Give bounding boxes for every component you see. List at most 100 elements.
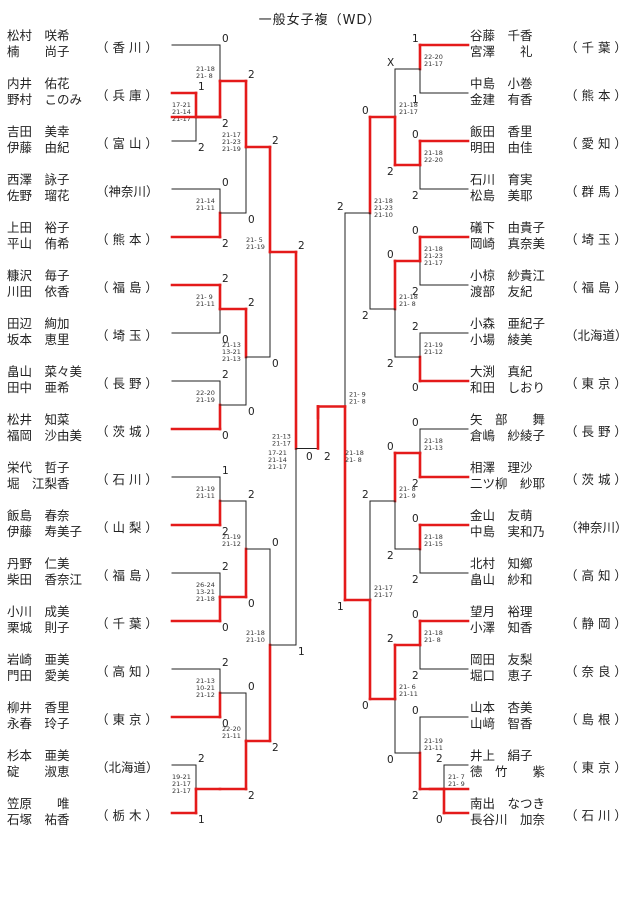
round-result-label: 0 xyxy=(222,718,229,730)
player-name: 谷藤 千香 xyxy=(470,28,533,43)
player-name: 金建 有香 xyxy=(470,92,533,107)
player-name: 丹野 仁美 xyxy=(7,556,70,571)
round-result-label: 1 xyxy=(298,646,305,658)
right-team: 矢 部 舞倉嶋 紗綾子 xyxy=(470,412,556,444)
player-name: 栗城 則子 xyxy=(7,620,70,635)
player-name: 堀口 恵子 xyxy=(470,668,533,683)
player-name: 徳 竹 紫 xyxy=(470,764,546,779)
round-result-label: 0 xyxy=(248,406,255,418)
player-name: 石塚 祐香 xyxy=(7,812,70,827)
round-result-label: 0 xyxy=(272,358,279,370)
player-name: 岡崎 真奈美 xyxy=(470,236,546,251)
round-result-label: 0 xyxy=(387,754,394,766)
prefecture-label: （ 熊 本 ） xyxy=(565,88,627,103)
prefecture-label: （ 石 川 ） xyxy=(565,808,627,823)
round-result-label: 2 xyxy=(222,369,229,381)
round-result-label: 2 xyxy=(412,574,419,586)
prefecture-label: （ 香 川 ） xyxy=(96,40,158,55)
left-team: 吉田 美幸伊藤 由紀 xyxy=(7,124,91,156)
round-result-label: 0 xyxy=(412,225,419,237)
prefecture-label: （ 熊 本 ） xyxy=(96,232,158,247)
round-result-label: 2 xyxy=(412,670,419,682)
prefecture-label: （ 福 島 ） xyxy=(96,280,158,295)
player-name: 田辺 絢加 xyxy=(7,316,70,331)
round-result-label: 2 xyxy=(222,118,229,130)
prefecture-label: （ 高 知 ） xyxy=(565,568,627,583)
right-team: 北村 知鄉畠山 紗和 xyxy=(470,556,556,588)
player-name: 平山 侑希 xyxy=(7,236,70,251)
player-name: 飯田 香里 xyxy=(470,124,533,139)
player-name: 大渕 真紀 xyxy=(470,364,533,379)
left-team: 畠山 菜々美田中 亜希 xyxy=(7,364,91,396)
player-name: 山﨑 智香 xyxy=(470,716,533,731)
player-name: 中島 実和乃 xyxy=(470,524,546,539)
left-team: 糠沢 毎子川田 依香 xyxy=(7,268,91,300)
prefecture-label: （神奈川） xyxy=(565,520,628,535)
player-name: 渡部 友紀 xyxy=(470,284,533,299)
round-result-label: 2 xyxy=(272,742,279,754)
right-team: 岡田 友梨堀口 恵子 xyxy=(470,652,556,684)
prefecture-label: （ 島 根 ） xyxy=(565,712,627,727)
player-name: 西澤 詠子 xyxy=(7,172,70,187)
round-result-label: 0 xyxy=(412,129,419,141)
round-result-label: 2 xyxy=(248,297,255,309)
round-result-label: 2 xyxy=(362,310,369,322)
player-name: 畠山 菜々美 xyxy=(7,364,83,379)
player-name: 栄代 哲子 xyxy=(7,460,70,475)
left-team: 小川 成美栗城 則子 xyxy=(7,604,91,636)
round-result-label: 0 xyxy=(362,105,369,117)
round-result-label: 2 xyxy=(222,657,229,669)
round-result-label: 0 xyxy=(387,249,394,261)
round-result-label: 0 xyxy=(272,537,279,549)
round-result-label: 0 xyxy=(222,177,229,189)
round-result-label: 0 xyxy=(306,451,313,463)
player-name: 柳井 香里 xyxy=(7,700,70,715)
prefecture-label: （神奈川） xyxy=(96,184,159,199)
prefecture-label: （ 福 島 ） xyxy=(565,280,627,295)
player-name: 小森 亜紀子 xyxy=(470,316,546,331)
player-name: 二ツ柳 紗耶 xyxy=(470,476,546,491)
right-team: 石川 育実松島 美耶 xyxy=(470,172,556,204)
player-name: 松村 咲希 xyxy=(7,28,70,43)
player-name: 北村 知鄉 xyxy=(470,556,533,571)
player-name: 飯島 春奈 xyxy=(7,508,70,523)
round-result-label: 0 xyxy=(412,382,419,394)
prefecture-label: （ 東 京 ） xyxy=(96,712,158,727)
prefecture-label: （ 奈 良 ） xyxy=(565,664,627,679)
prefecture-label: （ 高 知 ） xyxy=(96,664,158,679)
player-name: 小場 綾美 xyxy=(470,332,533,347)
left-team: 松井 知菜福岡 沙由美 xyxy=(7,412,91,444)
prefecture-label: （ 石 川 ） xyxy=(96,472,158,487)
player-name: 笠原 唯 xyxy=(7,796,70,811)
round-result-label: 1 xyxy=(222,465,229,477)
round-result-label: 2 xyxy=(248,790,255,802)
player-name: 野村 このみ xyxy=(7,92,83,107)
player-name: 矢 部 舞 xyxy=(470,412,546,427)
round-result-label: 1 xyxy=(198,81,205,93)
round-result-label: 2 xyxy=(387,550,394,562)
round-result-label: X xyxy=(387,57,394,69)
player-name: 永春 玲子 xyxy=(7,716,70,731)
left-team: 笠原 唯石塚 祐香 xyxy=(7,796,91,828)
round-result-label: 0 xyxy=(436,814,443,826)
player-name: 小椋 紗貴江 xyxy=(470,268,546,283)
round-result-label: 0 xyxy=(412,417,419,429)
player-name: 井上 絹子 xyxy=(470,748,533,763)
right-team: 南出 なつき長谷川 加奈 xyxy=(470,796,556,828)
player-name: 倉嶋 紗綾子 xyxy=(470,428,546,443)
round-result-label: 2 xyxy=(198,142,205,154)
